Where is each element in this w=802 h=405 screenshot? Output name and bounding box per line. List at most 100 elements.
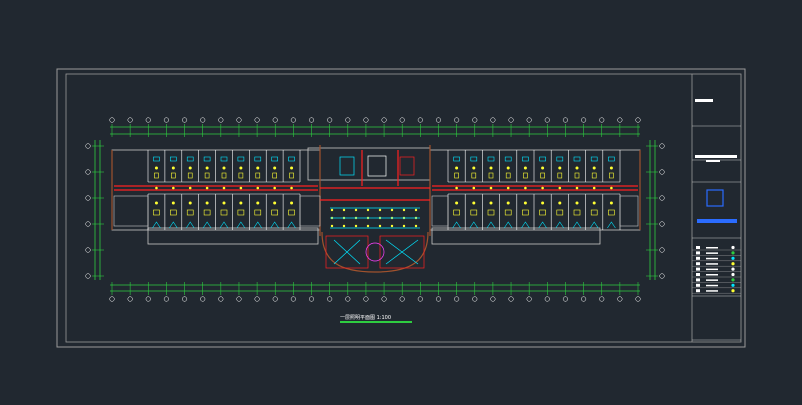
socket-icon <box>272 172 277 179</box>
corridor-light-icon <box>205 186 209 190</box>
corridor-light-icon <box>524 186 527 190</box>
drawing-scale: 1:100 <box>376 315 392 321</box>
stair-room <box>431 195 449 227</box>
socket-icon <box>288 209 295 216</box>
legend-table <box>692 245 741 294</box>
socket-icon <box>609 172 614 179</box>
circuit-run <box>236 221 246 229</box>
drawing-title-text: 一层照明平面图 <box>340 315 376 321</box>
lobby-light-icon <box>414 224 418 228</box>
room-fixture <box>271 156 278 162</box>
room-fixture <box>254 156 262 162</box>
grid-bubble <box>308 117 315 123</box>
socket-icon <box>556 209 564 216</box>
grid-bubble <box>472 296 478 302</box>
corridor-light-icon <box>222 186 226 190</box>
corridor-light-icon <box>489 186 493 190</box>
lobby-light-icon <box>402 224 406 228</box>
grid-bubble <box>435 296 442 302</box>
socket-icon <box>488 172 494 179</box>
socket-icon <box>220 209 228 216</box>
legend-text-stub <box>706 274 718 276</box>
socket-icon <box>187 172 193 179</box>
socket-icon <box>454 172 459 179</box>
title-block <box>692 99 741 341</box>
grid-bubble <box>109 117 115 123</box>
light-icon <box>273 166 277 170</box>
socket-icon <box>289 172 294 179</box>
grid-bubble <box>581 117 587 123</box>
grid-bubble <box>345 296 351 302</box>
light-icon <box>592 201 596 205</box>
corridor-light-icon <box>455 186 458 190</box>
stair-room <box>299 195 321 227</box>
fan-icon <box>731 267 735 271</box>
socket-icon <box>540 172 545 179</box>
socket-icon <box>470 209 478 216</box>
grid-bubble-side <box>659 273 665 279</box>
grid-bubble <box>254 296 260 302</box>
lobby-light-icon <box>366 224 370 228</box>
light-icon <box>731 272 735 277</box>
grid-bubble <box>635 117 641 123</box>
grid-bubble <box>508 296 514 302</box>
exterior-walls <box>111 145 641 273</box>
socket-icon <box>505 172 511 179</box>
room-fixture <box>288 156 295 162</box>
grid-bubble <box>182 296 188 302</box>
room-partitions <box>113 150 639 230</box>
light-icon <box>171 166 175 170</box>
legend-text-stub <box>706 247 718 249</box>
room-fixture <box>170 156 177 162</box>
grid-bubble <box>182 117 188 123</box>
socket-icon <box>523 172 528 179</box>
grid-bubble <box>490 117 496 123</box>
lobby-light-icon <box>366 208 370 212</box>
circuit-run <box>253 221 263 229</box>
socket-icon <box>731 256 735 260</box>
light-icon <box>489 166 493 170</box>
panel-icon <box>731 262 735 266</box>
lobby-light-icon <box>378 208 382 212</box>
corridor-light-icon <box>155 186 158 190</box>
socket-icon <box>591 172 597 179</box>
grid-bubble-side <box>659 221 665 227</box>
circuit-run <box>219 221 229 229</box>
grid-bubble <box>417 117 423 123</box>
light-icon <box>506 201 510 205</box>
socket-icon <box>504 209 512 216</box>
legend-text-stub <box>706 257 718 260</box>
room-fixture <box>573 156 581 162</box>
grid-bubble-side <box>659 247 665 253</box>
grid-bubble <box>327 117 333 123</box>
grid-bubble-side <box>659 143 665 149</box>
lobby-light-icon <box>354 208 358 212</box>
room-fixture <box>522 156 529 162</box>
socket-icon <box>237 209 245 216</box>
grid-bubble <box>163 296 169 302</box>
lobby-light-icon <box>342 208 346 212</box>
grid-bubble <box>381 296 387 302</box>
circuit-run <box>486 221 496 229</box>
grid-bubble <box>218 117 224 123</box>
grid-bubble <box>290 296 296 302</box>
light-icon <box>205 166 209 170</box>
legend-symbol <box>696 273 700 276</box>
socket-icon <box>186 209 194 216</box>
room-fixture <box>220 156 228 162</box>
light-icon <box>575 166 579 170</box>
light-icon <box>205 201 209 205</box>
drawing-title: 一层照明平面图 1:100 <box>340 314 391 321</box>
grid-bubble <box>454 117 460 123</box>
grid-bubble <box>544 296 550 302</box>
circuit-run <box>452 221 461 229</box>
corridor-light-icon <box>188 186 192 190</box>
socket-icon <box>271 209 278 216</box>
socket-icon <box>573 209 581 216</box>
socket-icon <box>453 209 460 216</box>
grid-bubble <box>617 296 623 302</box>
socket-icon <box>153 209 160 216</box>
legend-symbol <box>696 289 700 293</box>
grid-bubble <box>236 117 242 123</box>
